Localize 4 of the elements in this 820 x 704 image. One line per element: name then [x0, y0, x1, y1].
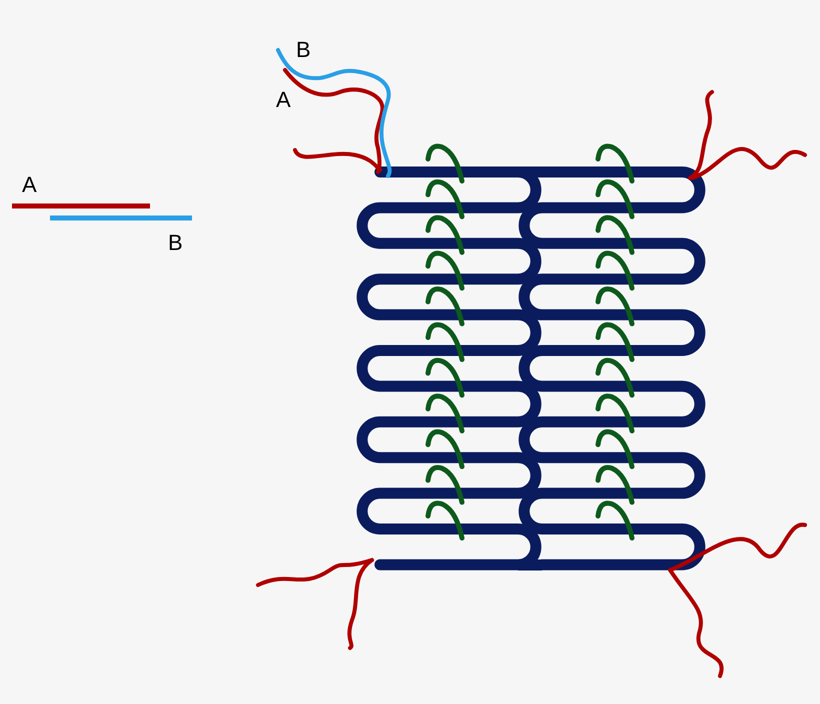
strand-label: B	[168, 231, 183, 255]
strand-label: A	[276, 88, 291, 112]
strand-label: A	[22, 173, 37, 197]
strand-label: B	[296, 38, 311, 62]
